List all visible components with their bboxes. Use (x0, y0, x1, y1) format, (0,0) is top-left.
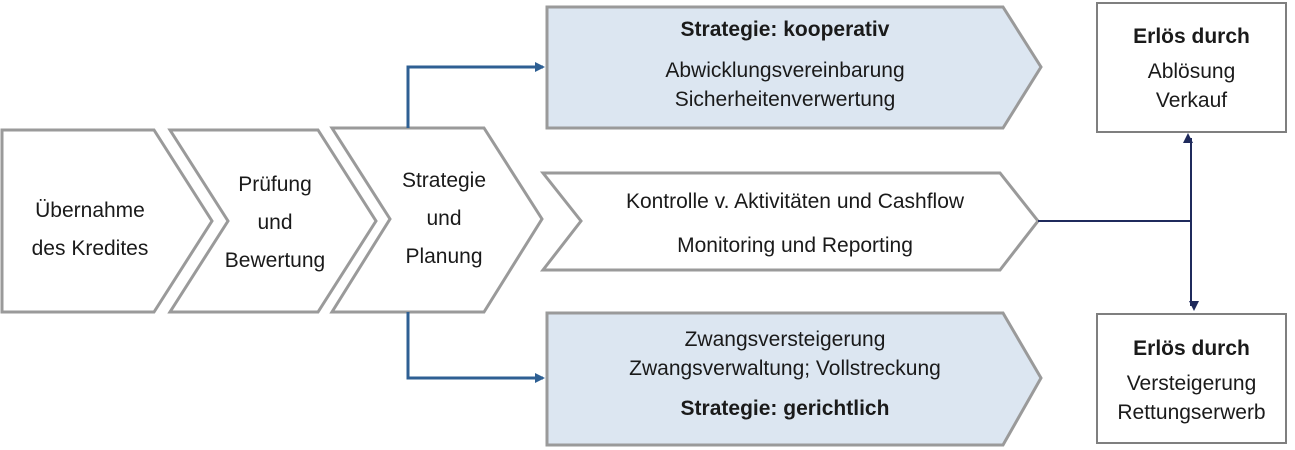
chevron-step-1 (0, 128, 214, 314)
top-branch-line-2: Sicherheitenverwertung (674, 88, 896, 111)
middle-branch-line-1: Kontrolle v. Aktivitäten und Cashflow (625, 190, 965, 213)
bottom-branch-text: Zwangsversteigerung Zwangsverwaltung; Vo… (555, 329, 1015, 419)
chevron-step-2-line-1: Prüfung (238, 173, 312, 196)
chevron-step-1-line-1: Übernahme (35, 199, 145, 222)
chevron-step-3-label: Strategie und Planung (364, 162, 524, 276)
middle-branch-text: Kontrolle v. Aktivitäten und Cashflow Mo… (565, 191, 1025, 256)
top-branch-shape (545, 5, 1043, 130)
top-branch-line-1: Abwicklungsvereinbarung (665, 59, 905, 82)
chevron-step-2-line-2: und (257, 211, 293, 234)
outcome-box-top: Erlös durch Ablösung Verkauf (1096, 2, 1287, 133)
outcome-top-line-1: Ablösung (1147, 60, 1236, 83)
middle-branch-line-2: Monitoring und Reporting (677, 234, 913, 257)
outcome-bottom-line-2: Rettungserwerb (1117, 401, 1266, 424)
outcome-top-heading: Erlös durch (1133, 25, 1250, 48)
chevron-step-1-label: Übernahme des Kredites (10, 192, 170, 268)
chevron-step-2 (167, 128, 378, 314)
middle-branch-shape (539, 171, 1040, 272)
outcome-bottom-line-1: Versteigerung (1126, 372, 1257, 395)
chevron-step-3-line-2: und (426, 207, 462, 230)
chevron-step-2-line-3: Bewertung (224, 249, 326, 272)
outcome-bottom-heading: Erlös durch (1133, 337, 1250, 360)
outcome-top-line-2: Verkauf (1155, 89, 1228, 112)
chevron-step-3-line-1: Strategie (401, 169, 487, 192)
bottom-branch-line-2: Zwangsverwaltung; Vollstreckung (629, 357, 941, 380)
chevron-step-3-line-3: Planung (405, 245, 483, 268)
connector-to-bottom-branch (406, 312, 545, 383)
top-branch-heading: Strategie: kooperativ (680, 18, 890, 41)
bottom-branch-shape (545, 311, 1043, 447)
outcome-box-bottom: Erlös durch Versteigerung Rettungserwerb (1096, 313, 1287, 444)
bottom-branch-heading: Strategie: gerichtlich (680, 397, 890, 420)
top-branch-text: Strategie: kooperativ Abwicklungsvereinb… (555, 19, 1015, 110)
connector-to-top-branch (406, 62, 545, 128)
chevron-step-2-label: Prüfung und Bewertung (195, 166, 355, 280)
outcome-top-text: Erlös durch Ablösung Verkauf (1098, 26, 1285, 111)
chevron-step-1-line-2: des Kredites (31, 237, 149, 260)
bottom-branch-line-1: Zwangsversteigerung (684, 328, 886, 351)
outcome-bottom-text: Erlös durch Versteigerung Rettungserwerb (1098, 338, 1285, 423)
chevron-step-3 (329, 126, 544, 314)
